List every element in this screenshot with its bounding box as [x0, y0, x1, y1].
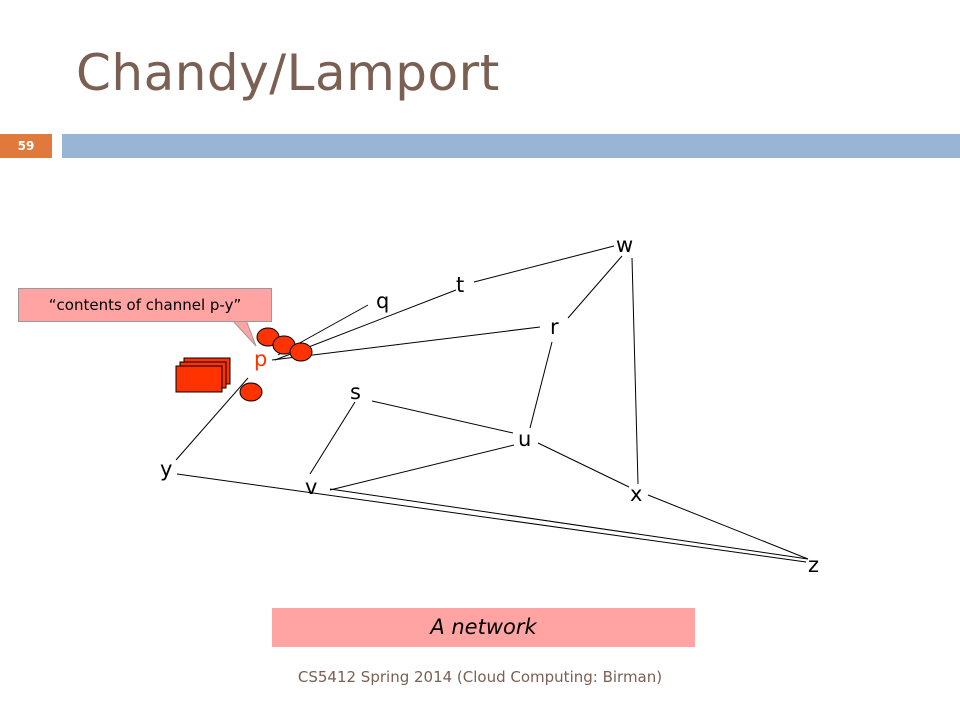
slide-number: 59 — [0, 134, 52, 158]
edge-u-v — [329, 444, 515, 491]
node-z: z — [808, 553, 819, 577]
edge-t-w — [473, 245, 615, 283]
edge-x-z — [647, 494, 809, 560]
channel-callout: “contents of channel p-y” — [18, 288, 272, 322]
edge-u-x — [537, 442, 630, 488]
edge-v-z — [329, 488, 809, 560]
buffered-messages — [175, 357, 231, 393]
node-p: p — [254, 347, 267, 371]
node-x: x — [630, 482, 642, 506]
diagram-caption: A network — [272, 608, 695, 647]
edge-w-x — [631, 257, 639, 485]
slide-footer: CS5412 Spring 2014 (Cloud Computing: Bir… — [297, 668, 663, 686]
slide-title: Chandy/Lamport — [76, 44, 500, 102]
node-r: r — [550, 315, 559, 339]
node-t: t — [456, 273, 464, 297]
edge-p-y — [175, 377, 249, 461]
edge-r-u — [529, 341, 553, 429]
node-s: s — [350, 380, 361, 404]
node-u: u — [518, 427, 531, 451]
node-v: v — [305, 475, 317, 499]
edge-p-r — [271, 326, 541, 361]
node-q: q — [376, 289, 389, 313]
node-w: w — [616, 233, 633, 257]
edge-s-u — [371, 400, 514, 434]
node-y: y — [160, 457, 172, 481]
edge-s-v — [309, 401, 356, 475]
title-bar — [62, 134, 960, 158]
callout-pointer — [230, 319, 257, 347]
node-labels: w t q r p s u y v x z — [160, 233, 819, 577]
edge-y-z — [176, 473, 807, 563]
message-marker — [239, 382, 263, 402]
edge-w-r — [567, 255, 623, 319]
message-marker — [289, 342, 313, 362]
channel-messages — [239, 327, 313, 402]
